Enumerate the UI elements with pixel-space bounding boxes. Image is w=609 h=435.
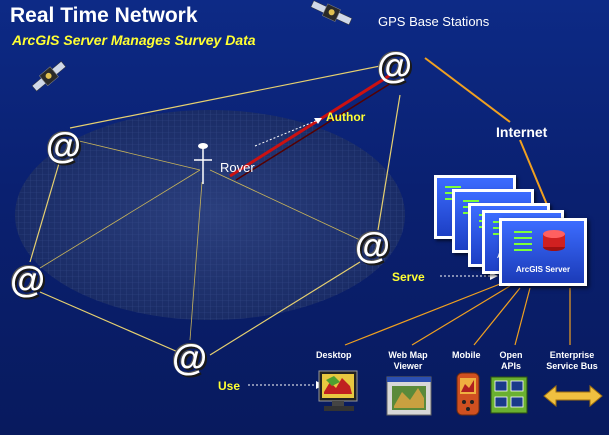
web-map-viewer-icon: [386, 376, 432, 416]
client-link: [411, 285, 511, 346]
serve-arrowhead: [490, 272, 498, 280]
rover-link: [74, 139, 201, 171]
author-line: [229, 72, 393, 178]
rover-label: Rover: [220, 160, 255, 175]
coverage-grid: [15, 110, 405, 320]
rover-link: [209, 169, 361, 241]
double-arrow-icon: [543, 384, 603, 408]
author-arrow: [254, 119, 319, 147]
base-station-icon: @: [172, 337, 208, 378]
use-label: Use: [218, 379, 241, 393]
slide-subtitle: ArcGIS Server Manages Survey Data: [12, 32, 256, 48]
author-label: Author: [326, 110, 366, 124]
server-icon: [543, 230, 565, 251]
satellite-icon: [310, 0, 353, 26]
rover-link: [39, 169, 201, 269]
client-label-enterprise-service-bus: Enterprise Service Bus: [546, 350, 598, 371]
gps-base-stations-label: GPS Base Stations: [378, 14, 490, 29]
arcgis-server: ArcGIS Server: [499, 218, 587, 286]
satellite-icon: [31, 61, 67, 92]
internet-line: [424, 57, 511, 123]
internet-line: [519, 139, 551, 213]
desktop-icon: [318, 370, 358, 411]
network-link: [39, 291, 179, 353]
base-station-icon: @: [46, 125, 82, 166]
internet-label: Internet: [496, 124, 548, 140]
client-link: [514, 287, 531, 346]
mobile-icon: [456, 372, 480, 416]
client-link: [344, 283, 501, 346]
author-line-shadow: [235, 79, 397, 181]
server-name: ArcGIS Server: [515, 265, 571, 274]
base-station-icon: @: [10, 259, 46, 300]
client-label-desktop: Desktop: [316, 350, 352, 360]
network-link: [69, 64, 386, 129]
client-label-open-apis: Open APIs: [499, 350, 523, 371]
network-link: [29, 159, 61, 263]
client-link: [473, 287, 521, 346]
serve-label: Serve: [392, 270, 425, 284]
base-station-icon: @: [355, 225, 391, 266]
rover-antenna-icon: [194, 143, 212, 184]
network-link: [377, 94, 401, 231]
author-arrowhead: [314, 118, 322, 124]
client-label-web-map-viewer: Web Map Viewer: [388, 350, 428, 371]
client-label-mobile: Mobile: [452, 350, 481, 360]
network-link: [209, 261, 361, 356]
rover-link: [189, 181, 203, 341]
open-apis-icon: [490, 376, 528, 414]
base-station-icon: @: [377, 45, 413, 86]
slide-title: Real Time Network: [10, 4, 198, 27]
